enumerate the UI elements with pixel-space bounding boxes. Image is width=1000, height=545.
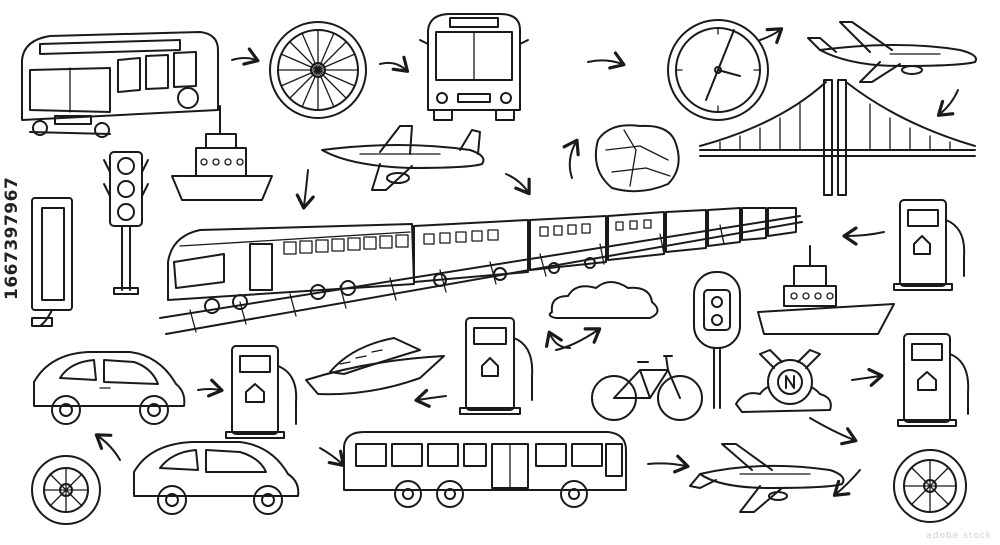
watermark-text: adobe stock xyxy=(926,531,992,541)
car-icon xyxy=(33,351,186,425)
wheel-icon xyxy=(31,455,101,525)
suspension-bridge-icon xyxy=(699,79,976,196)
yacht-icon xyxy=(305,337,445,396)
fuel-pump-icon xyxy=(225,345,298,439)
city-bus-icon xyxy=(343,431,627,508)
bus-front-center-icon xyxy=(419,13,529,121)
compass-icon xyxy=(735,349,832,413)
airplane-icon xyxy=(807,21,977,83)
train-icon xyxy=(159,207,803,335)
traffic-light-icon xyxy=(103,151,149,295)
fuel-pump-icon xyxy=(893,199,966,291)
wheel-icon xyxy=(893,449,967,523)
parking-meter-icon xyxy=(693,271,741,409)
clock-icon xyxy=(667,19,769,121)
fuel-pump-icon xyxy=(459,317,534,415)
stock-id-label: 1667397967 xyxy=(2,176,22,300)
bus-front-left-icon xyxy=(21,31,219,138)
airplane-icon xyxy=(689,443,845,513)
fuel-pump-icon xyxy=(897,333,970,427)
wheel-icon xyxy=(269,21,367,119)
paper-ball-icon xyxy=(594,124,680,193)
ship-icon xyxy=(757,245,895,335)
airplane-icon xyxy=(321,125,485,191)
phone-booth-icon xyxy=(31,197,73,327)
car-icon xyxy=(133,441,300,515)
cloud-icon xyxy=(548,281,659,319)
bicycle-icon xyxy=(591,355,703,421)
ship-icon xyxy=(171,105,273,201)
